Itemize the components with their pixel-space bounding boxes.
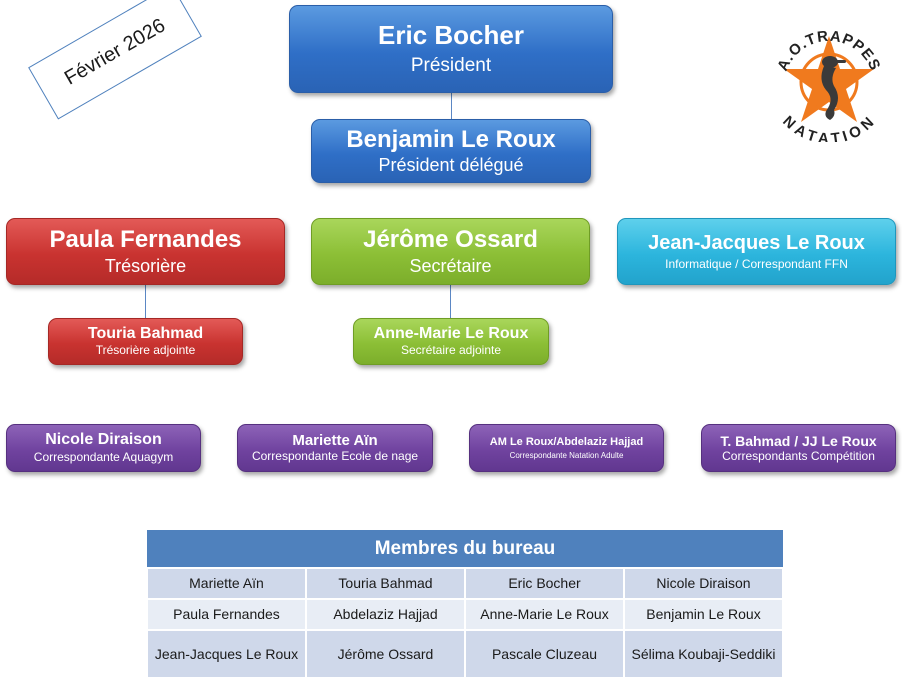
node-secretary-assistant-role: Secrétaire adjointe [400,343,502,358]
node-vice-president-name: Benjamin Le Roux [346,125,556,153]
node-secretary-name: Jérôme Ossard [363,226,538,254]
node-it-name: Jean-Jacques Le Roux [648,231,865,254]
table-cell: Abdelaziz Hajjad [305,598,466,631]
node-treasurer-assistant-role: Trésorière adjointe [95,343,196,358]
node-treasurer-assistant: Touria Bahmad Trésorière adjointe [48,318,243,365]
node-ecole-role: Correspondante Ecole de nage [251,449,419,464]
table-cell: Anne-Marie Le Roux [464,598,625,631]
table-row: Mariette Aïn Touria Bahmad Eric Bocher N… [146,567,784,600]
node-treasurer: Paula Fernandes Trésorière [6,218,285,285]
node-secretary-assistant: Anne-Marie Le Roux Secrétaire adjointe [353,318,549,365]
table-cell: Jean-Jacques Le Roux [146,629,307,679]
node-secretary: Jérôme Ossard Secrétaire [311,218,590,285]
node-president-role: Président [410,55,492,77]
connector-treasurer [145,285,146,318]
node-treasurer-role: Trésorière [104,255,187,276]
node-vice-president: Benjamin Le Roux Président délégué [311,119,591,183]
node-competition-role: Correspondants Compétition [722,448,875,463]
table-cell: Jérôme Ossard [305,629,466,679]
node-treasurer-name: Paula Fernandes [49,226,242,254]
node-secretary-assistant-name: Anne-Marie Le Roux [373,324,529,342]
node-vice-president-role: Président délégué [378,155,524,176]
date-label: Février 2026 [28,0,202,120]
date-label-text: Février 2026 [60,13,169,90]
seahorse-icon [821,56,846,120]
table-cell: Eric Bocher [464,567,625,600]
node-aquagym: Nicole Diraison Correspondante Aquagym [6,424,201,472]
node-adulte-role: Correspondante Natation Adulte [509,450,624,460]
bureau-table: Membres du bureau Mariette Aïn Touria Ba… [146,530,784,679]
table-cell: Nicole Diraison [623,567,784,600]
node-president-name: Eric Bocher [378,20,524,51]
table-cell: Mariette Aïn [146,567,307,600]
table-cell: Paula Fernandes [146,598,307,631]
node-it-role: Informatique / Correspondant FFN [665,256,848,271]
node-ecole: Mariette Aïn Correspondante Ecole de nag… [237,424,433,472]
table-row: Jean-Jacques Le Roux Jérôme Ossard Pasca… [146,629,784,679]
connector-president [451,93,452,119]
node-aquagym-role: Correspondante Aquagym [33,449,174,464]
node-secretary-role: Secrétaire [409,255,492,276]
node-competition: T. Bahmad / JJ Le Roux Correspondants Co… [701,424,896,472]
node-adulte-name: AM Le Roux/Abdelaziz Hajjad [489,436,644,449]
node-aquagym-name: Nicole Diraison [45,431,162,449]
node-ecole-name: Mariette Aïn [292,431,378,449]
table-cell: Sélima Koubaji-Seddiki [623,629,784,679]
table-cell: Pascale Cluzeau [464,629,625,679]
table-cell: Benjamin Le Roux [623,598,784,631]
node-it: Jean-Jacques Le Roux Informatique / Corr… [617,218,896,285]
node-president: Eric Bocher Président [289,5,613,93]
table-row: Paula Fernandes Abdelaziz Hajjad Anne-Ma… [146,598,784,631]
node-treasurer-assistant-name: Touria Bahmad [87,324,204,342]
node-adulte: AM Le Roux/Abdelaziz Hajjad Correspondan… [469,424,664,472]
connector-secretary [450,285,451,318]
bureau-table-title: Membres du bureau [147,530,783,568]
table-cell: Touria Bahmad [305,567,466,600]
node-competition-name: T. Bahmad / JJ Le Roux [720,432,877,449]
club-logo: A.O.TRAPPES NATATION [774,28,883,142]
